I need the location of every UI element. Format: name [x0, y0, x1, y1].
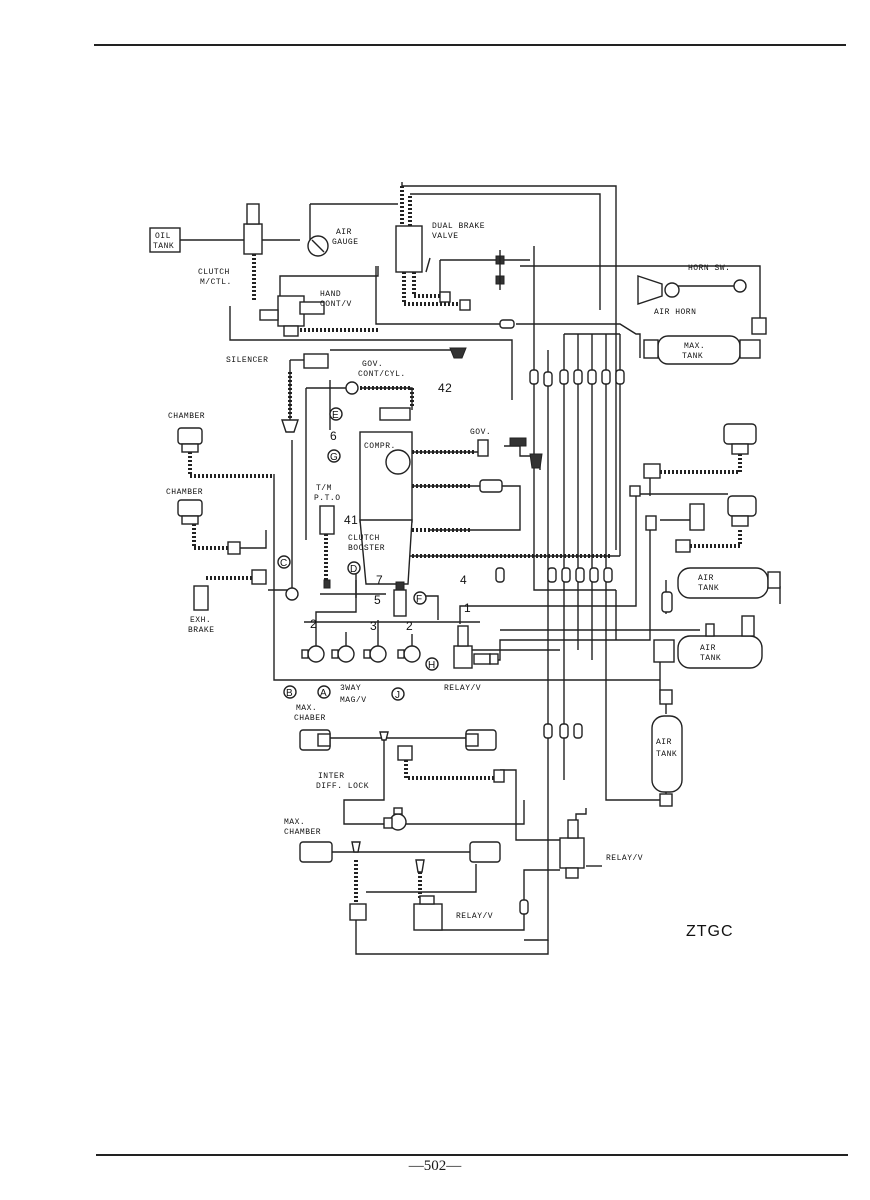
air-tank-3-label-2: TANK	[656, 750, 677, 759]
circled-letter-e: E	[332, 410, 339, 421]
air-tank-3-symbol	[651, 715, 683, 793]
gov-cont-cyl-symbol	[449, 347, 467, 359]
air-tank-2-symbol	[677, 635, 763, 669]
exh-brake-symbol	[193, 585, 209, 611]
ref-number-1: 1	[464, 601, 471, 615]
way-magv-label-2: MAG/V	[340, 696, 367, 705]
diagram-code: ZTGC	[686, 923, 734, 940]
gov-contcyl-label-2: CONT/CYL.	[358, 370, 406, 379]
mag-valve-1-symbol	[307, 645, 325, 663]
circled-letter-a: A	[320, 688, 327, 699]
silencer-label: SILENCER	[226, 356, 268, 365]
air-horn-label: AIR HORN	[654, 308, 696, 317]
gov-label: GOV.	[470, 428, 491, 437]
mag-valve-3-symbol	[369, 645, 387, 663]
components	[149, 186, 781, 931]
th-pto-label: T/M	[316, 484, 332, 493]
relay-v-2-label: RELAY/V	[606, 854, 643, 863]
ref-number-7: 7	[376, 573, 383, 587]
air-tank-1-label: AIR	[698, 574, 714, 583]
dual-brake-valve-label: DUAL BRAKE	[432, 222, 485, 231]
air-tank-2-label: AIR	[700, 644, 716, 653]
chamber-1-label: CHAMBER	[168, 412, 205, 421]
dual-brake-valve-label-2: VALVE	[432, 232, 459, 241]
ref-number-6: 6	[330, 429, 337, 443]
tm-pto-symbol	[319, 505, 335, 535]
inter-diff-lock-label: INTER	[318, 772, 345, 781]
max-chamber-lower-left-symbol	[299, 841, 333, 863]
relay-v-1-label: RELAY/V	[444, 684, 481, 693]
th-pto-label-2: P.T.O	[314, 494, 341, 503]
governor-symbol	[477, 439, 489, 457]
oil-tank-label: OIL	[155, 232, 171, 241]
clutch-booster-symbol	[359, 519, 413, 585]
labels: OIL TANK CLUTCH M/CTL. AIR GAUGE DUAL BR…	[153, 222, 730, 921]
oil-tank-symbol	[149, 227, 181, 253]
ref-number-41: 41	[344, 513, 358, 527]
chamber-2-label: CHAMBER	[166, 488, 203, 497]
air-tank-3-label: AIR	[656, 738, 672, 747]
relay-v-3-label: RELAY/V	[456, 912, 493, 921]
circled-letters: E G C D F H B A J	[277, 407, 439, 701]
max-chaber-label: MAX.	[296, 704, 317, 713]
circled-letter-d: D	[350, 564, 358, 575]
ref-number-4: 4	[460, 573, 467, 587]
relay-valve-2-symbol	[559, 837, 585, 869]
silencer-symbol	[303, 353, 329, 369]
air-horn-symbol	[637, 275, 663, 305]
horn-sw-label: HORN SW.	[688, 264, 730, 273]
gov-contcyl-label: GOV.	[362, 360, 383, 369]
inter-diff-lock-label-2: DIFF. LOCK	[316, 782, 369, 791]
way-magv-label: 3WAY	[340, 684, 361, 693]
hand-contv-label-2: CONT/V	[320, 300, 352, 309]
circled-letter-h: H	[428, 660, 436, 671]
max-chaber-label-2: CHABER	[294, 714, 326, 723]
ref-number-5: 5	[374, 593, 381, 607]
ref-number-42: 42	[438, 381, 452, 395]
hand-contv-label: HAND	[320, 290, 341, 299]
clutch-mctl-label-2: M/CTL.	[200, 278, 232, 287]
circled-letter-f: F	[416, 594, 423, 605]
clutch-master-cylinder-symbol	[243, 223, 263, 255]
air-gauge-label-2: GAUGE	[332, 238, 359, 247]
mag-valve-2-symbol	[337, 645, 355, 663]
top-rule	[94, 44, 846, 46]
chamber-right-2-symbol	[727, 495, 757, 517]
air-tank-1-symbol	[677, 567, 769, 599]
oil-tank-label-2: TANK	[153, 242, 174, 251]
ref-number-3: 3	[370, 619, 377, 633]
clutch-mctl-label: CLUTCH	[198, 268, 230, 277]
clutch-booster-label: CLUTCH	[348, 534, 380, 543]
ref-number-2b: 2	[406, 619, 413, 633]
max-chamber-2-label-2: CHAMBER	[284, 828, 321, 837]
chamber-left-2-symbol	[177, 499, 203, 517]
air-tank-2-label-2: TANK	[700, 654, 721, 663]
max-tank-label: MAX.	[684, 342, 705, 351]
pipe-network	[180, 182, 781, 955]
mag-valve-4-symbol	[403, 645, 421, 663]
circled-letter-c: C	[280, 558, 288, 569]
chamber-right-1-symbol	[723, 423, 757, 445]
air-tank-1-label-2: TANK	[698, 584, 719, 593]
relay-valve-3-symbol	[413, 903, 443, 931]
compressor-symbol	[359, 431, 413, 523]
chamber-left-1-symbol	[177, 427, 203, 445]
circled-letter-j: J	[395, 690, 401, 701]
circled-letter-g: G	[330, 452, 338, 463]
exh-brake-label-2: BRAKE	[188, 626, 215, 635]
max-chamber-lower-right-symbol	[469, 841, 501, 863]
compr-label: COMPR.	[364, 442, 396, 451]
clutch-booster-label-2: BOOSTER	[348, 544, 385, 553]
circled-letter-b: B	[286, 688, 293, 699]
exh-brake-label: EXH.	[190, 616, 211, 625]
dual-brake-valve-symbol	[395, 225, 423, 273]
page-number: —502—	[408, 1158, 462, 1174]
air-gauge-label: AIR	[336, 228, 352, 237]
ref-number-2a: 2	[310, 617, 317, 631]
max-chamber-2-label: MAX.	[284, 818, 305, 827]
relay-valve-1-symbol	[453, 645, 473, 669]
max-tank-label-2: TANK	[682, 352, 703, 361]
bottom-rule	[96, 1154, 848, 1156]
